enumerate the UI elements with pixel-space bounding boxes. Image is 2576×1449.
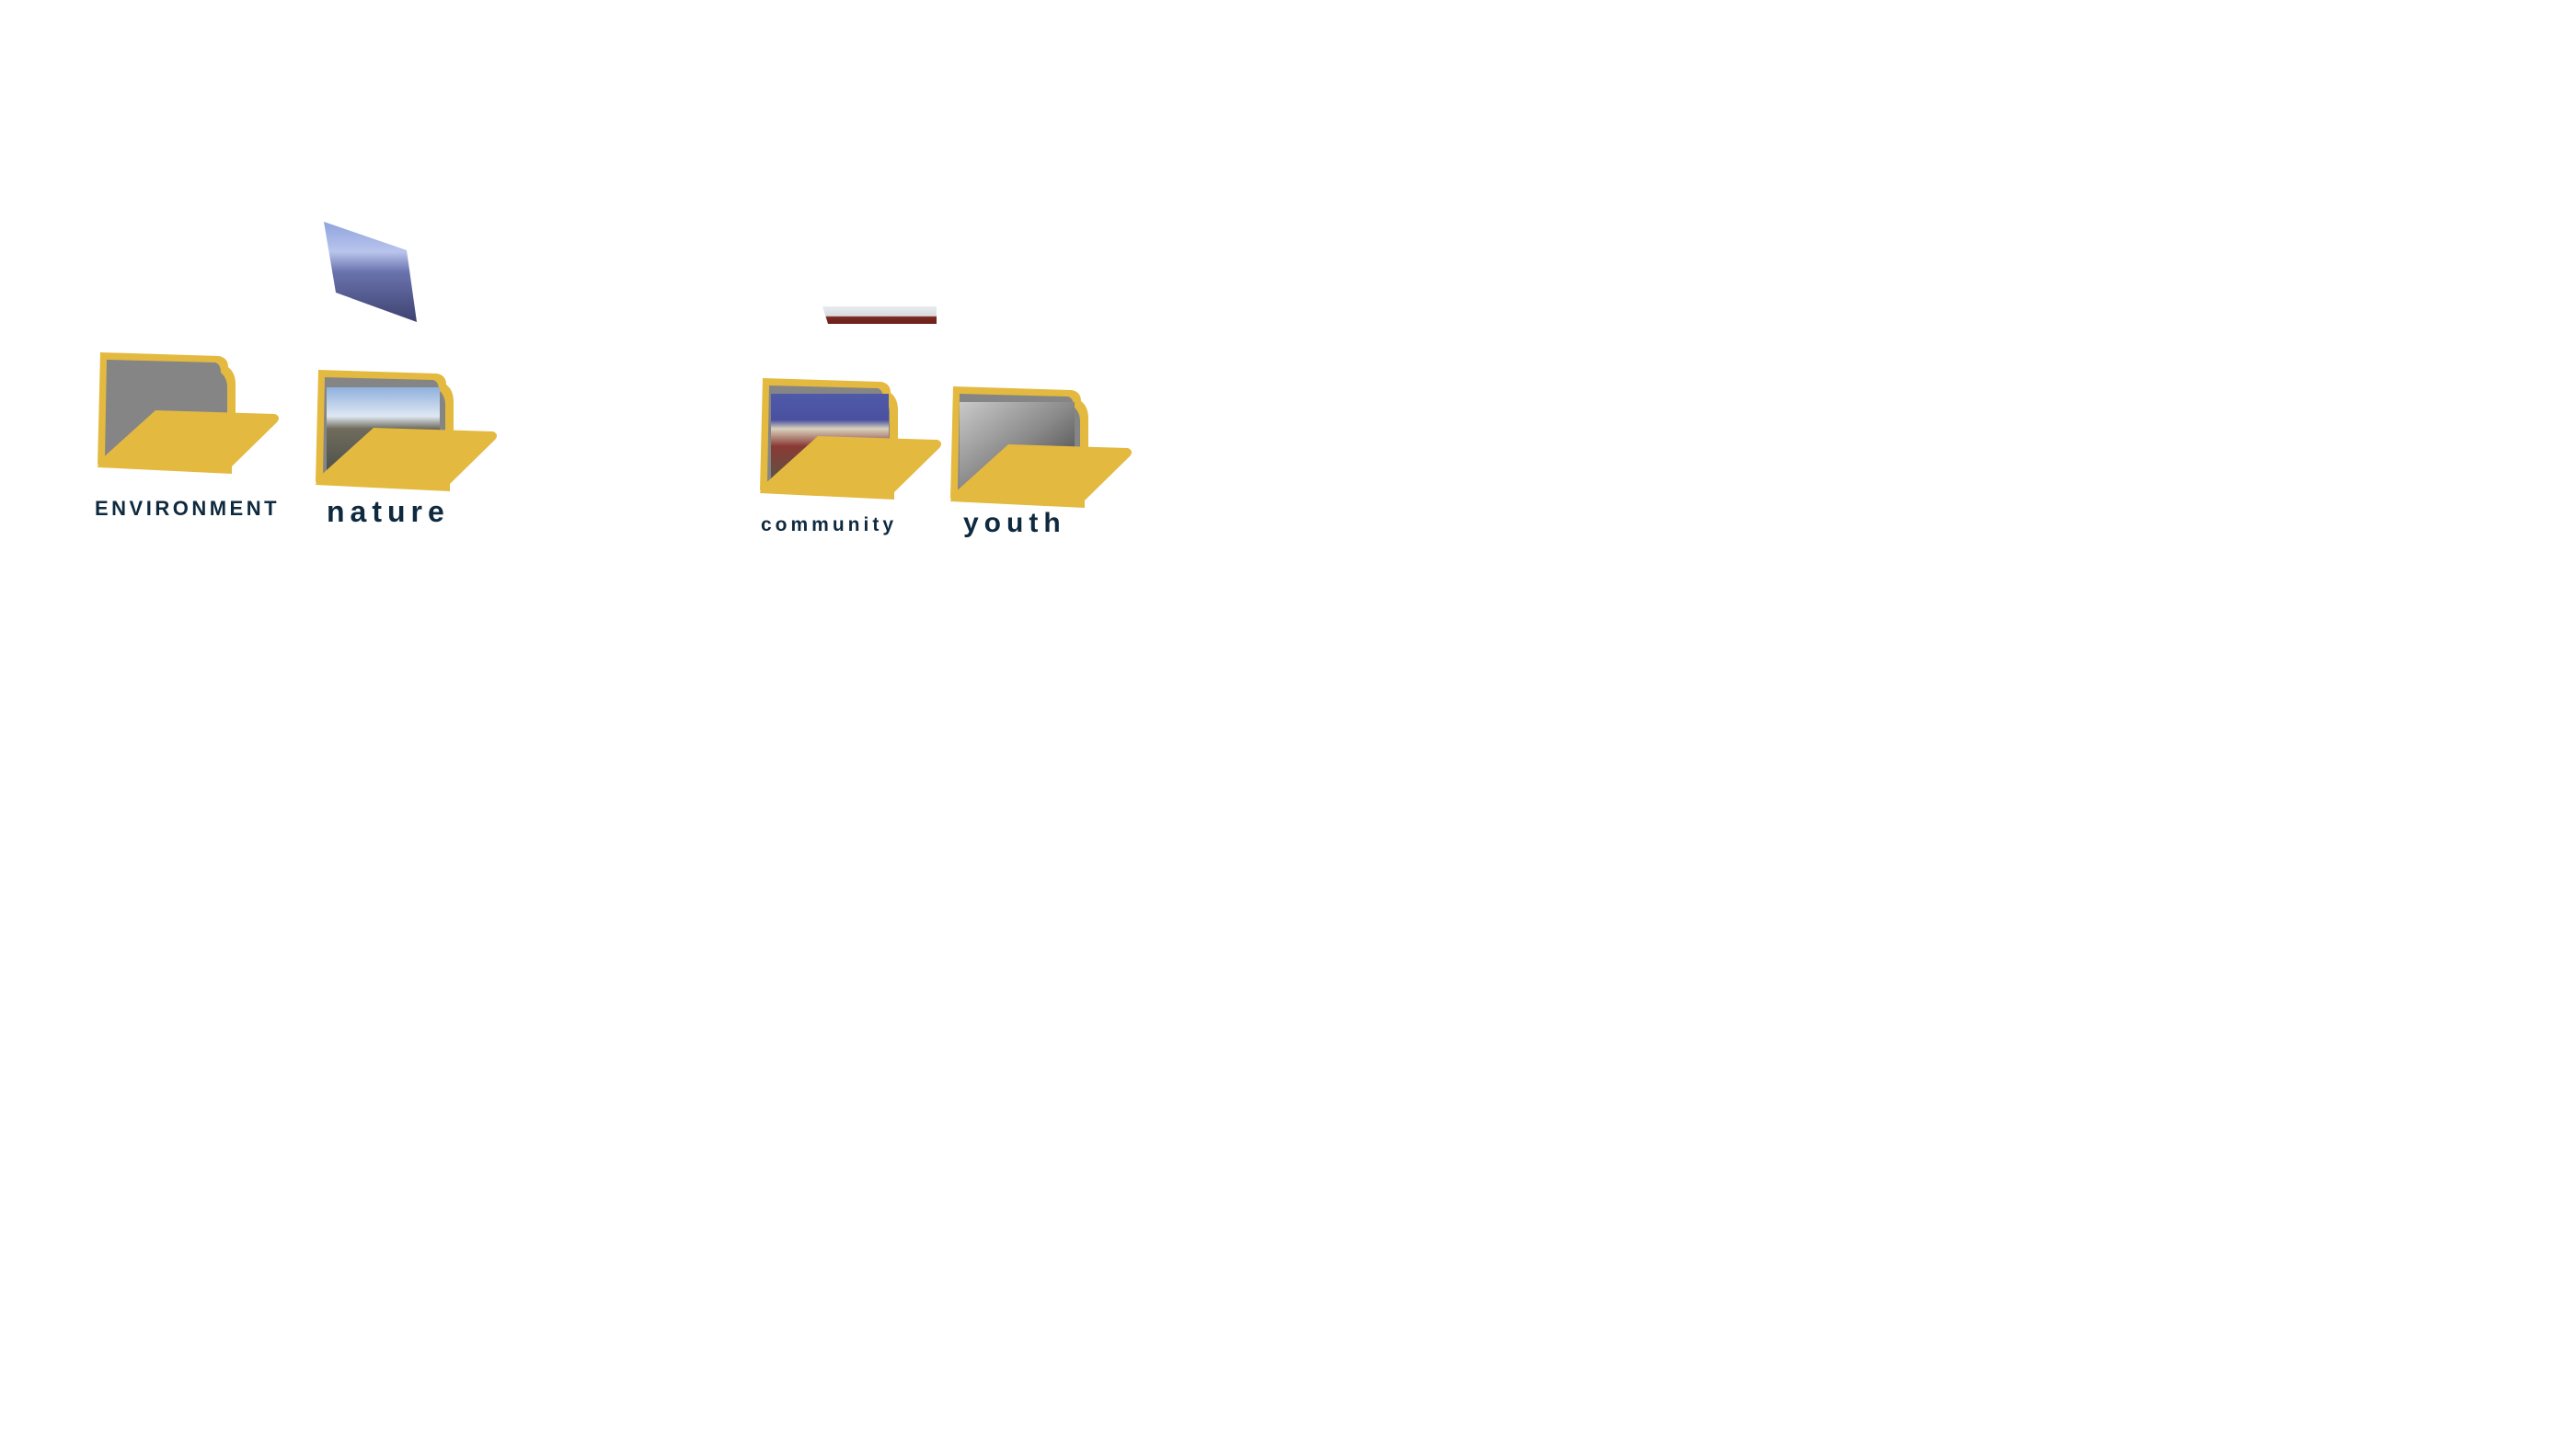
folder-open-icon <box>760 378 942 500</box>
floating-photo-strip <box>822 306 937 324</box>
floating-photo <box>324 222 417 322</box>
folder-label-environment[interactable]: ENVIRONMENT <box>95 497 281 520</box>
folder-open-icon <box>950 386 1133 508</box>
folder-environment[interactable] <box>98 352 282 477</box>
folder-youth[interactable] <box>950 386 1134 511</box>
folder-label-youth[interactable]: youth <box>963 508 1066 538</box>
folder-open-icon <box>98 352 280 474</box>
folder-nature[interactable] <box>316 370 500 494</box>
folder-label-nature[interactable]: nature <box>327 495 450 528</box>
folder-label-community[interactable]: community <box>761 514 898 535</box>
folder-open-icon <box>316 370 498 491</box>
folder-community[interactable] <box>760 378 944 502</box>
